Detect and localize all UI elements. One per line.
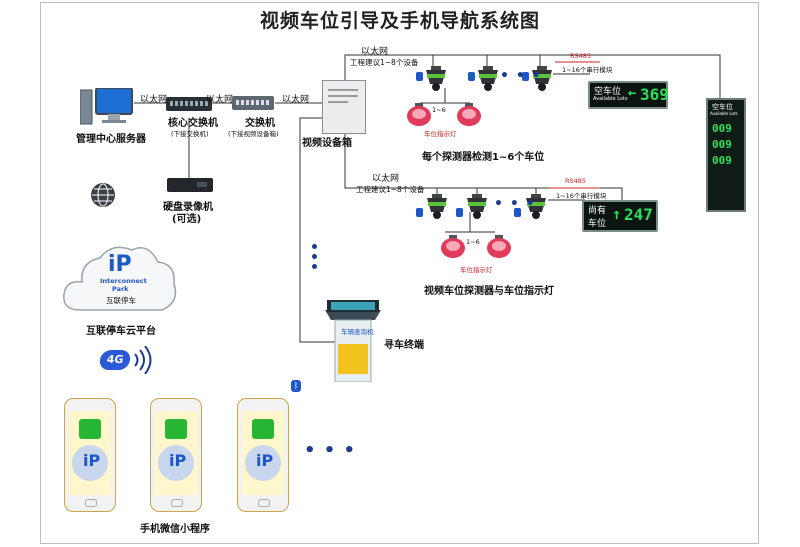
range-label-2: 1~6 [466,238,480,246]
indicator-light-4 [486,235,512,263]
wechat-icon [165,419,187,439]
bluetooth-icon [514,208,521,217]
more-phones-dots: • • • [304,440,357,461]
tower-row-1: 009 [712,122,732,135]
globe-icon [89,181,117,209]
tower-row-2: 009 [712,138,732,151]
ethernet-label-2: 以太网 [206,95,234,105]
switch-icon [232,96,274,110]
dvr-label: 硬盘录像机 [163,202,213,213]
video-detector-2 [476,66,500,96]
mini-program-qr: iP [72,445,108,481]
sign1-text-line2: Available Lots [593,96,628,102]
tower-header-line1: 空车位 [712,103,733,111]
management-server-icon [79,87,134,125]
sign1-text-line1: 空车位 [594,87,622,97]
video-detector-4 [425,194,449,224]
dvr-icon [167,178,213,192]
ethernet-label-4: 以太网 [361,47,389,57]
ethernet-label-1: 以太网 [140,95,168,105]
tower-header-line2: Available Lots [710,111,738,116]
management-server-label: 管理中心服务器 [76,134,146,145]
mini-program-qr: iP [158,445,194,481]
diagram-title: 视频车位引导及手机导航系统图 [259,10,540,32]
cloud-platform-icon [60,240,180,318]
switch-note: (下接视频设备箱) [228,130,279,138]
bluetooth-icon [522,72,529,81]
sign2-text-line2: 车位 [588,219,607,229]
wechat-mini-label: 手机微信小程序 [140,524,210,535]
search-terminal-kiosk [325,300,381,383]
detector-note-label: 每个探测器检测1~6个车位 [422,152,545,163]
core-switch-note: (下接交换机) [171,130,209,138]
video-detector-5 [465,194,489,224]
video-detector-6 [524,194,548,224]
bluetooth-icon [416,72,423,81]
rs485-label-2: RS485 [565,177,587,185]
core-switch-label: 核心交换机 [168,118,218,129]
engineering-note-1: 工程建议1~8个设备 [350,58,419,67]
rs485-label-1: RS485 [570,52,592,60]
indicator-light-3 [440,235,466,263]
indicator-light-1 [406,103,432,131]
dvr-note: (可选) [172,214,202,225]
wechat-icon [252,419,274,439]
module-note-1: 1~16个串行模块 [562,66,613,74]
module-note-2: 1~16个串行模块 [556,192,607,200]
phone-2: iP [150,398,202,512]
range-label-1: 1~6 [432,106,446,114]
indicator-light-label-1: 车位指示灯 [424,130,457,138]
bluetooth-icon [468,72,475,81]
video-box-icon [322,80,366,134]
more-detectors-dots: • • • [500,68,542,84]
sign2-text-line1: 尚有 [588,206,607,216]
video-detector-3 [530,66,554,96]
ethernet-label-3: 以太网 [282,95,310,105]
cloud-brand-cn: 互联停车 [106,296,136,305]
lot-display-sign-2: 尚有 车位 ↑ 247 [582,200,658,232]
bluetooth-icon: ᛒ [291,380,301,392]
cloud-brand-line1: Interconnect [100,277,147,285]
cloud-brand-line2: Park [112,285,129,293]
bluetooth-icon [416,208,423,217]
engineering-note-2: 工程建议1~8个设备 [356,185,425,194]
ethernet-label-5: 以太网 [372,174,400,184]
bluetooth-icon [456,208,463,217]
more-detectors-dots: • • • [494,196,536,212]
sign2-arrow: ↑ [612,205,622,223]
sign1-arrow: ← [628,85,637,101]
phone-3: iP [237,398,289,512]
indicator-light-label-2: 车位指示灯 [460,266,493,274]
sign2-number: 247 [624,205,653,224]
outdoor-guidance-tower: 空车位 Available Lots 009 009 009 [706,98,746,212]
core-switch-icon [166,97,212,111]
interconnect-park-logo: iP [108,252,132,277]
wireless-signal-icon [132,345,154,378]
video-detector-1 [424,66,448,96]
tower-row-3: 009 [712,154,732,167]
more-boxes-dots [312,244,318,269]
sign1-number: 369 [640,85,669,104]
mini-program-qr: iP [245,445,281,481]
indicator-light-2 [456,103,482,131]
terminal-header: 车辆查询机 [341,328,374,336]
cloud-platform-label: 互联停车云平台 [86,326,156,337]
lot-display-sign-1: 空车位 Available Lots ← 369 [588,81,669,109]
phone-1: iP [64,398,116,512]
video-box-label: 视频设备箱 [302,138,352,149]
detector-light-label: 视频车位探测器与车位指示灯 [424,286,554,297]
switch-label: 交换机 [245,118,275,129]
diagram-frame [40,2,759,544]
wechat-icon [79,419,101,439]
terminal-label: 寻车终端 [384,340,424,351]
